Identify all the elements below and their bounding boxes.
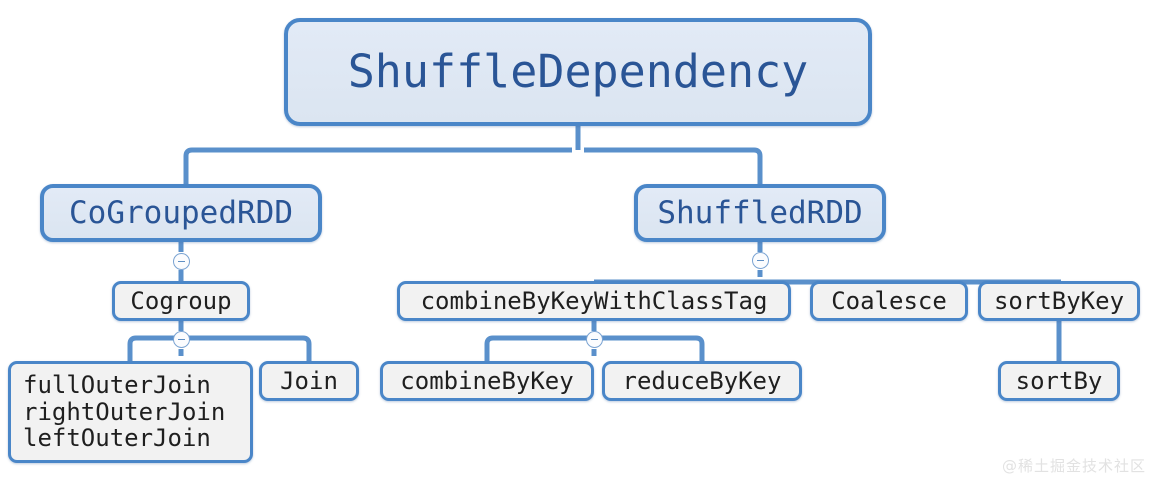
collapse-toggle-cogroup-children[interactable] bbox=[173, 331, 190, 348]
node-combine-by-key[interactable]: combineByKey bbox=[380, 361, 594, 401]
node-cogroup[interactable]: Cogroup bbox=[112, 281, 250, 321]
node-label: CoGroupedRDD bbox=[69, 194, 293, 231]
watermark-text: @稀土掘金技术社区 bbox=[1001, 457, 1146, 475]
node-join[interactable]: Join bbox=[259, 361, 359, 401]
node-label: Coalesce bbox=[831, 286, 947, 315]
collapse-toggle-shuffled-rdd[interactable] bbox=[752, 252, 769, 269]
minus-icon bbox=[591, 338, 598, 341]
node-reduce-by-key[interactable]: reduceByKey bbox=[602, 361, 802, 401]
node-shuffle-dependency[interactable]: ShuffleDependency bbox=[284, 18, 872, 126]
wire-combine-to-combinebykey bbox=[484, 335, 588, 361]
wire-cogroup-to-outerjoins bbox=[127, 335, 175, 361]
node-label: fullOuterJoin rightOuterJoin leftOuterJo… bbox=[23, 370, 226, 453]
wire-root-to-shuffledrdd bbox=[584, 147, 763, 186]
node-sort-by[interactable]: sortBy bbox=[998, 361, 1120, 401]
node-label: combineByKey bbox=[400, 366, 574, 395]
node-label: sortByKey bbox=[993, 286, 1125, 315]
node-label: ShuffledRDD bbox=[657, 194, 863, 231]
minus-icon bbox=[757, 259, 764, 262]
wire-combine-to-reducebykey bbox=[600, 335, 705, 361]
node-label: reduceByKey bbox=[622, 366, 782, 395]
node-cogrouped-rdd[interactable]: CoGroupedRDD bbox=[40, 184, 322, 242]
minus-icon bbox=[178, 338, 185, 341]
node-sort-by-key[interactable]: sortByKey bbox=[978, 281, 1140, 321]
minus-icon bbox=[178, 260, 185, 263]
wire-root-to-cogroupedrdd bbox=[183, 147, 572, 186]
node-outer-joins[interactable]: fullOuterJoin rightOuterJoin leftOuterJo… bbox=[8, 361, 253, 463]
node-label: ShuffleDependency bbox=[347, 44, 809, 98]
node-label: combineByKeyWithClassTag bbox=[420, 286, 768, 315]
node-combine-by-key-with-class-tag[interactable]: combineByKeyWithClassTag bbox=[397, 281, 791, 321]
node-label: sortBy bbox=[1015, 366, 1103, 395]
collapse-toggle-combine-by-key-with-class-tag[interactable] bbox=[586, 331, 603, 348]
collapse-toggle-cogroup[interactable] bbox=[173, 253, 190, 270]
node-shuffled-rdd[interactable]: ShuffledRDD bbox=[634, 184, 886, 242]
wire-cogroup-to-join bbox=[187, 335, 312, 361]
node-coalesce[interactable]: Coalesce bbox=[810, 281, 968, 321]
node-label: Cogroup bbox=[130, 286, 232, 315]
node-label: Join bbox=[280, 366, 338, 395]
